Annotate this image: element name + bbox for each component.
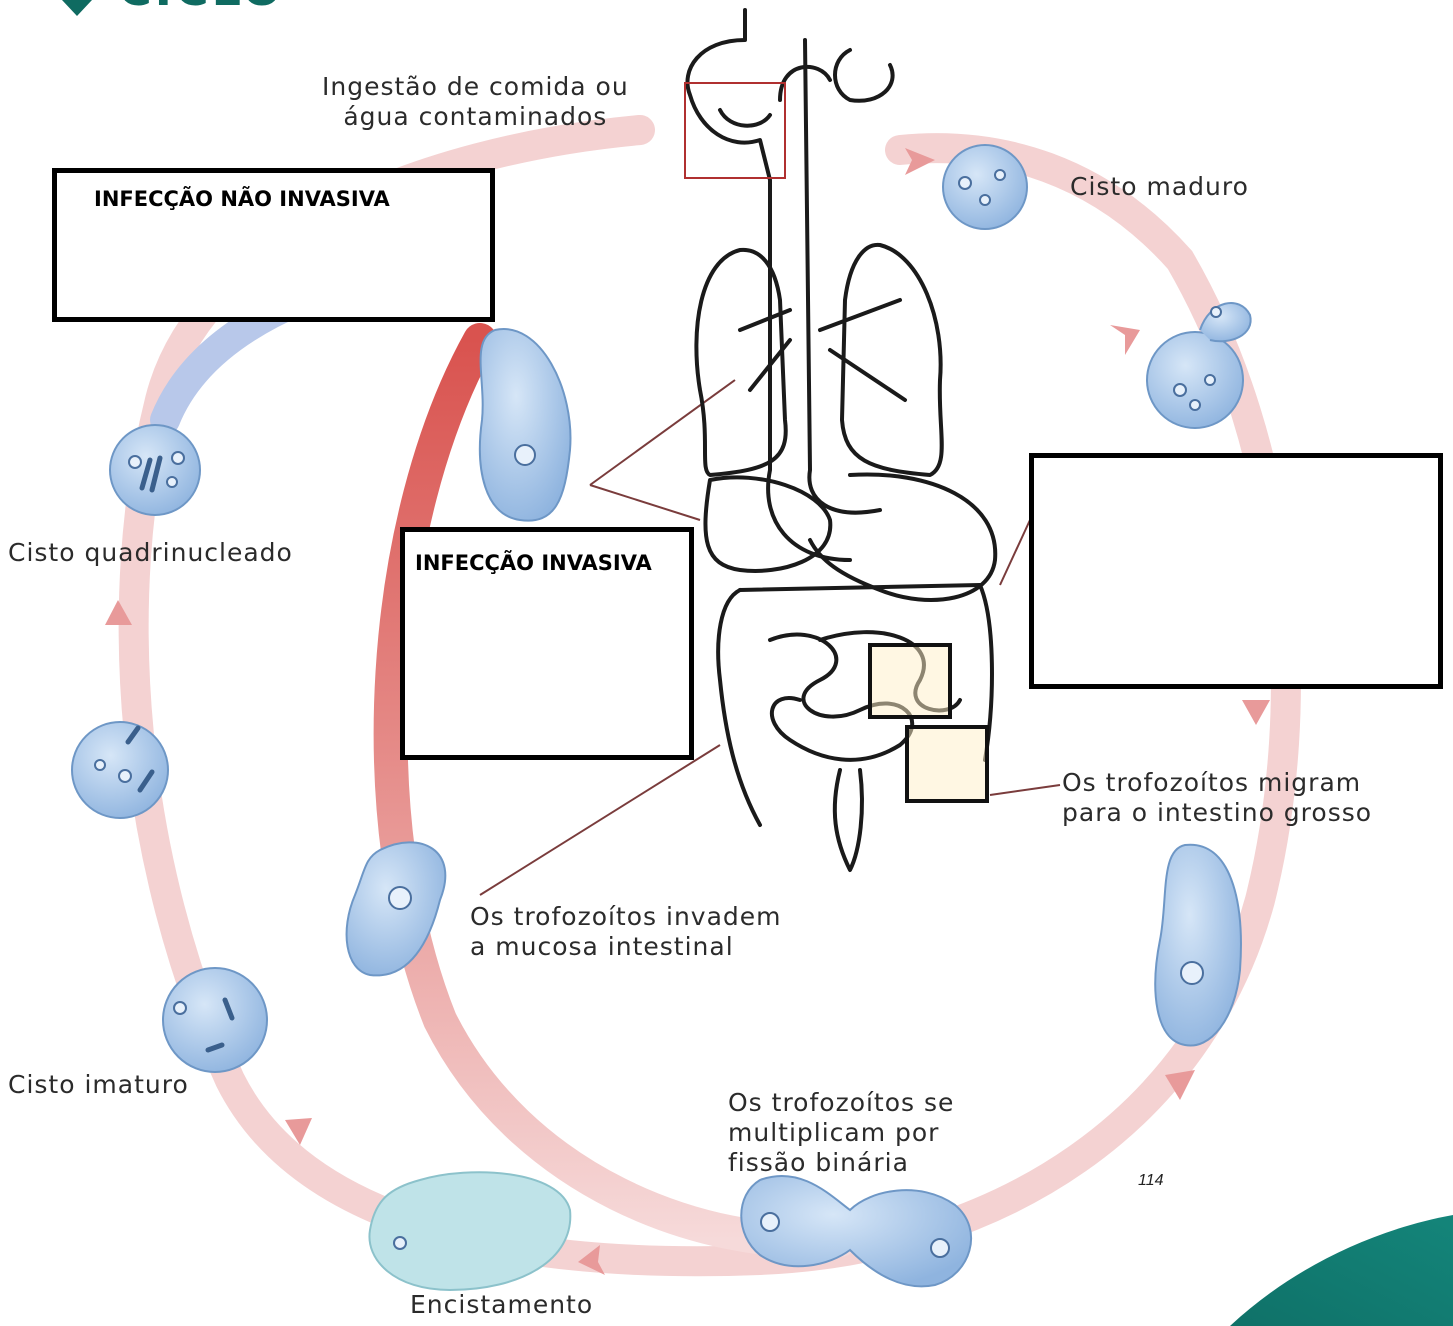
label-trophozoites-migrate: Os trofozoítos migram para o intestino g… bbox=[1062, 768, 1372, 828]
box-right-empty[interactable] bbox=[1029, 453, 1443, 689]
colon bbox=[718, 590, 760, 825]
intestine-highlight-box-2 bbox=[907, 727, 987, 801]
label-encystment: Encistamento bbox=[410, 1290, 593, 1320]
label-binary-fission: Os trofozoítos se multiplicam por fissão… bbox=[728, 1088, 954, 1178]
corner-decoration bbox=[1230, 1215, 1453, 1326]
box-noninvasive-title: INFECÇÃO NÃO INVASIVA bbox=[94, 187, 390, 211]
trophozoite-right bbox=[1155, 845, 1241, 1046]
box-noninvasive-infection[interactable]: INFECÇÃO NÃO INVASIVA bbox=[52, 168, 495, 322]
header-marker-icon bbox=[62, 0, 92, 16]
stomach bbox=[810, 474, 995, 600]
label-immature-cyst: Cisto imaturo bbox=[8, 1070, 189, 1100]
mature-cyst-cell bbox=[943, 145, 1027, 229]
mouth-highlight-box bbox=[685, 83, 785, 178]
box-invasive-title: INFECÇÃO INVASIVA bbox=[415, 551, 652, 575]
box-invasive-infection[interactable]: INFECÇÃO INVASIVA bbox=[400, 527, 694, 760]
trophozoite-upper bbox=[480, 329, 571, 521]
immature-cyst-cell-1 bbox=[72, 722, 168, 818]
immature-cyst-cell-2 bbox=[163, 968, 267, 1072]
encystment-cell bbox=[369, 1172, 570, 1290]
label-quadrinucleate-cyst: Cisto quadrinucleado bbox=[8, 538, 293, 568]
intestine-highlight-box-1 bbox=[870, 645, 950, 717]
right-lung bbox=[842, 245, 942, 475]
label-mature-cyst: Cisto maduro bbox=[1070, 172, 1249, 202]
label-trophozoites-invade: Os trofozoítos invadem a mucosa intestin… bbox=[470, 902, 782, 962]
page-number: 114 bbox=[1138, 1172, 1164, 1190]
rectum bbox=[835, 770, 862, 870]
label-ingestion: Ingestão de comida ou água contaminados bbox=[322, 72, 629, 132]
